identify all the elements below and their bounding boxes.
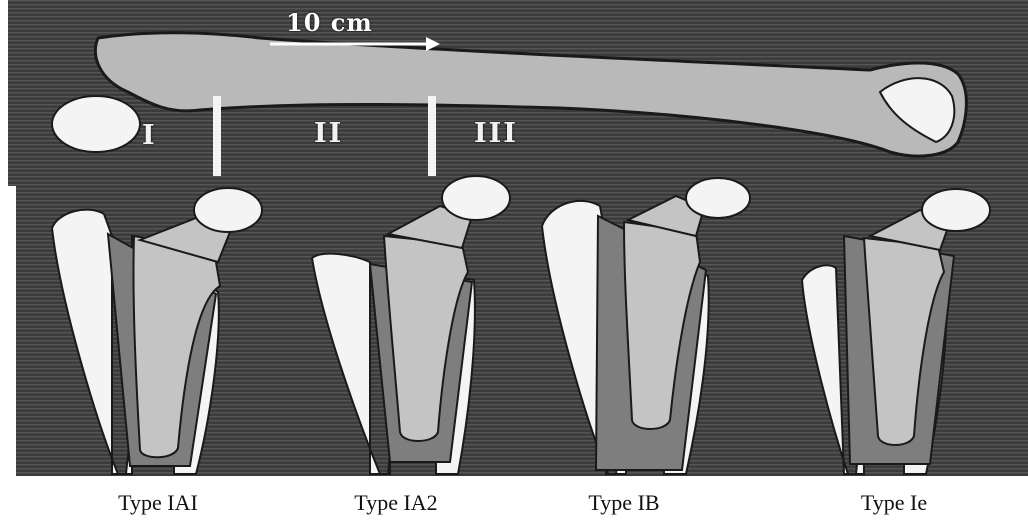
- femur-head: [52, 96, 140, 152]
- scale-label: 10 cm: [286, 8, 373, 37]
- zone-label-3: III: [474, 118, 518, 149]
- zone-label-2: II: [314, 118, 343, 149]
- implant-head: [922, 189, 990, 231]
- caption-type-ia2: Type IA2: [296, 490, 496, 516]
- zone-marker-1: [213, 96, 221, 176]
- zone-label-1: I: [142, 120, 157, 151]
- caption-type-ie: Type Ie: [794, 490, 994, 516]
- implant-head: [686, 178, 750, 218]
- implant-head: [442, 176, 510, 220]
- caption-type-ia1: Type IAI: [58, 490, 258, 516]
- zone-marker-2: [428, 96, 436, 176]
- implant-head: [194, 188, 262, 232]
- caption-type-ib: Type IB: [524, 490, 724, 516]
